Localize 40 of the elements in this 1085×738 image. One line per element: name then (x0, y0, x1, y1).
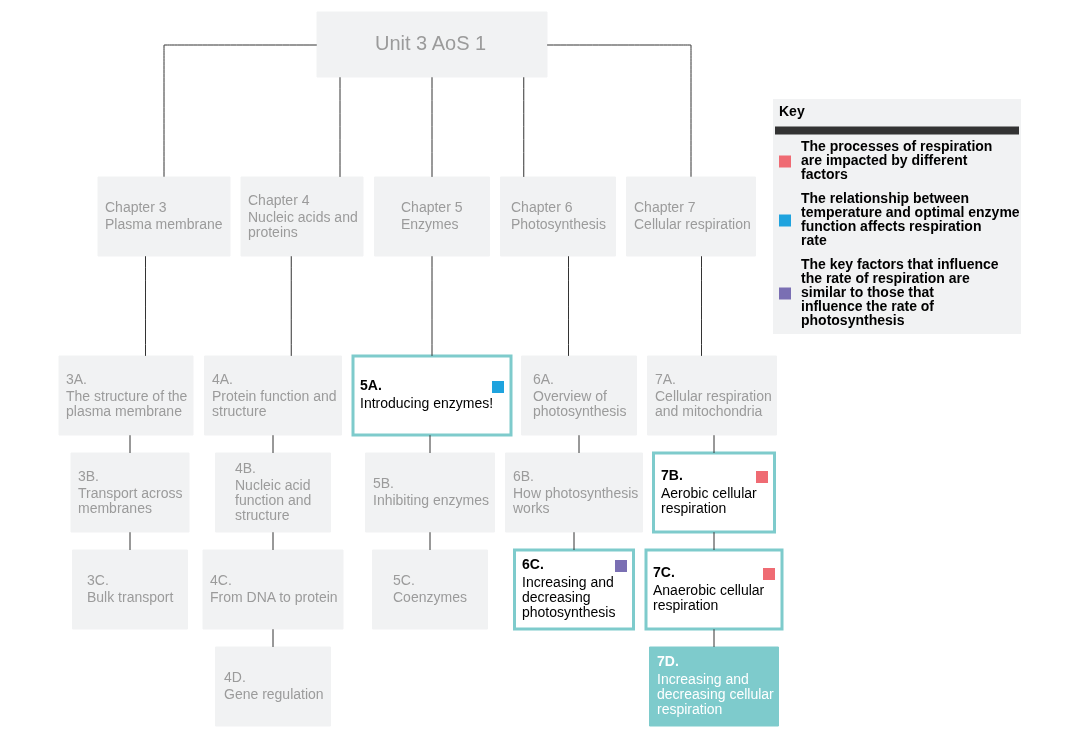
node-box: Chapter 3 Plasma membrane (97, 176, 230, 257)
connector (429, 434, 430, 454)
node-box: 7C. Anaerobic cellular respiration (644, 548, 783, 631)
connector (713, 434, 714, 454)
connector (700, 255, 702, 357)
node-box: 5B. Inhibiting enzymes (364, 452, 495, 533)
legend-label: The relationship between temperature and optimal enzyme function affects respiration rate (800, 189, 1020, 248)
node-box: 4A. Protein function and structure (203, 355, 342, 436)
node-box: 3C. Bulk transport (71, 549, 188, 630)
node-box: 6C. Increasing and decreasing photosynthesis (512, 548, 635, 631)
node-box: 4C. From DNA to protein (202, 549, 343, 630)
node-box: Chapter 5 Enzymes (373, 176, 490, 257)
node-box: Chapter 7 Cellular respiration (625, 176, 756, 257)
node-box: 3A. The structure of the plasma membrane (58, 355, 193, 436)
connector (290, 255, 292, 357)
legend-label: The key factors that influence the rate of respiration are similar to those that influence the rate of photosynthesis (800, 255, 999, 328)
node-box: 3B. Transport across membranes (70, 452, 189, 533)
node-box: 4B. Nucleic acid function and structure (214, 452, 331, 533)
connector (567, 255, 569, 357)
node-box: Chapter 6 Photosynthesis (499, 176, 616, 257)
connector (431, 255, 432, 357)
node-box: 5C. Coenzymes (371, 549, 488, 630)
node-box: 5A. Introducing enzymes! (351, 354, 512, 437)
label: Key (778, 102, 805, 119)
connector (713, 531, 714, 551)
node-box: 6A. Overview of photosynthesis (520, 355, 637, 436)
node-box: 4D. Gene regulation (214, 646, 331, 727)
node-box: 6B. How photosynthesis works (504, 452, 643, 533)
connector (163, 44, 317, 178)
node-box: 7D. Increasing and decreasing cellular respiration (648, 646, 779, 727)
connector (713, 628, 714, 648)
node-box: 7B. Aerobic cellular respiration (651, 451, 776, 534)
legend-label: The processes of respiration are impacted by different factors (800, 137, 992, 182)
node-box: 7A. Cellular respiration and mitochondria (646, 355, 777, 436)
connector (522, 76, 524, 178)
connector (573, 531, 574, 551)
connector (546, 44, 691, 178)
node-box: Chapter 4 Nucleic acids and proteins (240, 176, 363, 257)
connector (144, 255, 146, 357)
node-box: Unit 3 AoS 1 (316, 11, 547, 78)
